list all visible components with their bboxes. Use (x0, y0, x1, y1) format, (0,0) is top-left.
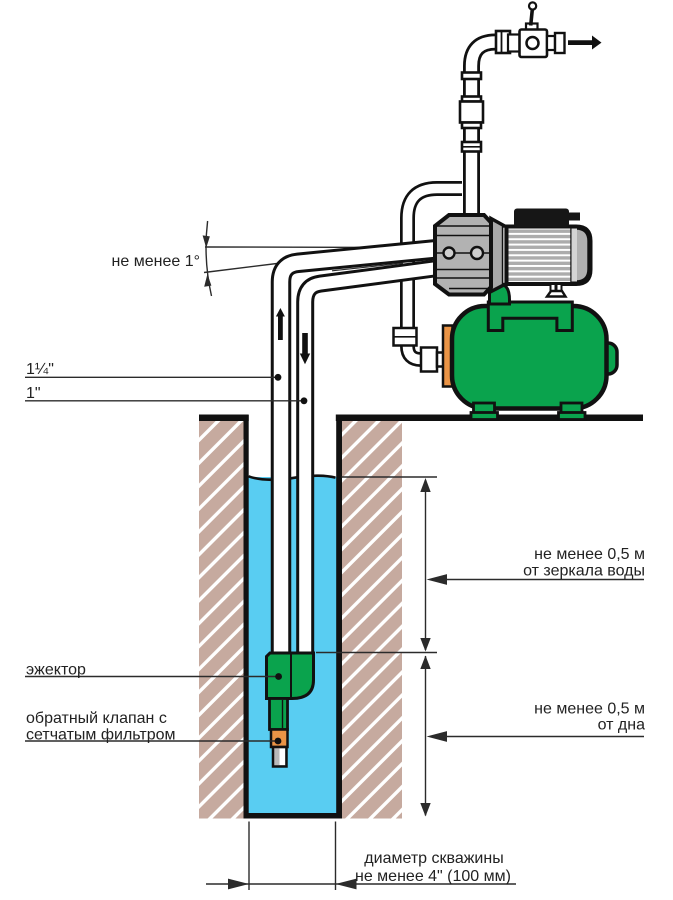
svg-text:сетчатым фильтром: сетчатым фильтром (26, 727, 176, 744)
svg-text:диаметр скважины: диаметр скважины (364, 850, 503, 867)
svg-text:не менее 4" (100 мм): не менее 4" (100 мм) (355, 868, 511, 885)
svg-text:не менее 0,5 м: не менее 0,5 м (534, 701, 645, 718)
svg-text:обратный клапан с: обратный клапан с (26, 710, 167, 727)
svg-text:1¼": 1¼" (26, 361, 54, 378)
svg-text:не менее 0,5 м: не менее 0,5 м (534, 546, 645, 563)
svg-text:1": 1" (26, 385, 41, 402)
svg-text:от зеркала воды: от зеркала воды (523, 563, 645, 580)
svg-text:не менее 1°: не менее 1° (112, 253, 200, 270)
svg-text:от дна: от дна (598, 717, 645, 734)
svg-text:эжектор: эжектор (26, 662, 86, 679)
